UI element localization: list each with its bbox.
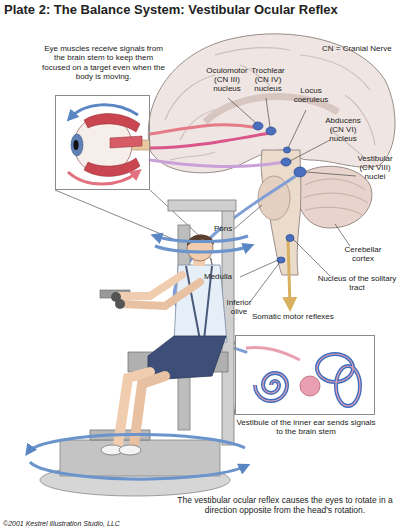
inset-note: Eye muscles receive signals from the bra… xyxy=(42,44,165,81)
motor-output-arrow xyxy=(288,240,290,306)
structure-label: Pons xyxy=(214,224,244,233)
eye-illustration xyxy=(68,105,150,184)
seated-person xyxy=(101,235,227,455)
plate-caption: The vestibular ocular reflex causes the … xyxy=(172,496,398,516)
rotary-chair xyxy=(40,200,236,496)
nucleus-label: Trochlear (CN IV) nucleus xyxy=(249,66,287,94)
nucleus-label: Vestibular (CN VIII) nuclei xyxy=(352,154,398,182)
ear-inset: Vestibule of the inner ear sends signals… xyxy=(235,335,375,415)
structure-label: Cerebellar cortex xyxy=(336,245,390,263)
rotation-arrows xyxy=(28,236,250,479)
pathway-label: Somatic motor reflexes xyxy=(252,312,362,321)
nucleus-label: Abducens (CN VI) nucleus xyxy=(320,116,366,144)
gyri xyxy=(165,48,375,160)
plate-title: Plate 2: The Balance System: Vestibular … xyxy=(4,3,396,18)
eye-inset: Eye muscles receive signals from the bra… xyxy=(55,95,150,190)
nucleus-label: Oculomotor (CN III) nucleus xyxy=(203,66,251,94)
brainstem-nuclei xyxy=(253,122,306,263)
inner-ear-illustration xyxy=(246,348,360,407)
cerebellum xyxy=(298,166,372,228)
structure-label: Medulla xyxy=(204,272,244,281)
structure-label: Locus coeruleus xyxy=(290,86,332,104)
inset-note: Vestibule of the inner ear sends signals… xyxy=(232,418,380,436)
legend-note: CN = Cranial Nerve xyxy=(322,44,398,53)
nucleus-label: Nucleus of the solitary tract xyxy=(316,274,398,292)
copyright-note: ©2001 Kestrel Illustration Studio, LLC xyxy=(3,520,223,528)
cerebellar-folia xyxy=(303,179,368,215)
